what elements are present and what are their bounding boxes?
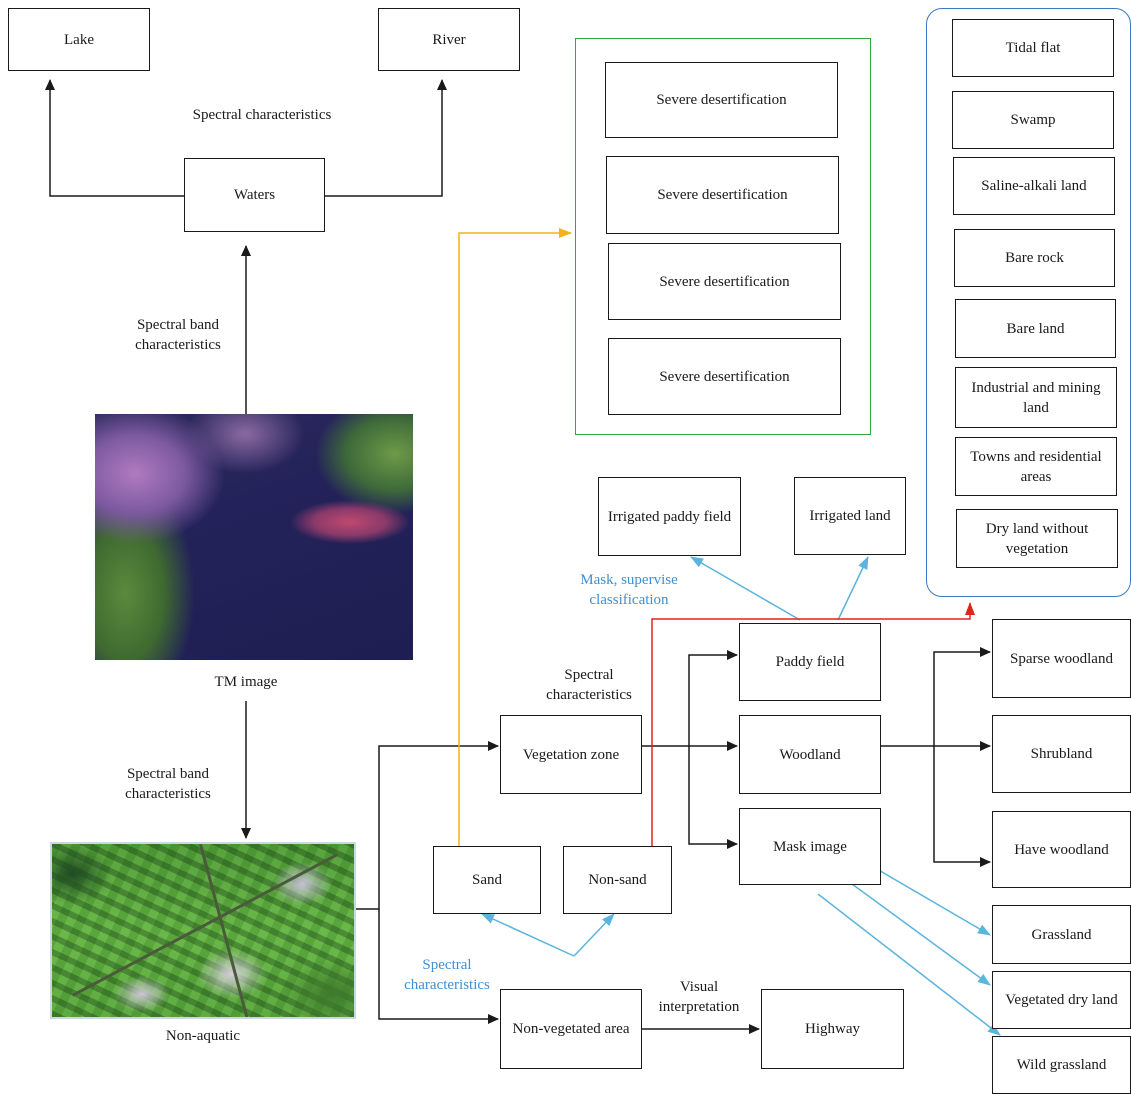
arrow-waters-to-lake [45,79,184,197]
desertification-box-2: Severe desertification [606,156,839,234]
paddy-field-label: Paddy field [775,654,845,670]
desertification-label: Severe desertification [657,187,788,203]
land-type-label: Tidal flat [1005,40,1061,56]
vegetation-zone-label: Vegetation zone [522,746,620,763]
non-sand-label: Non-sand [588,872,647,888]
desertification-box-1: Severe desertification [605,62,838,138]
land-type-box-towns: Towns and residential areas [955,437,1117,496]
land-type-box-tidal-flat: Tidal flat [952,19,1114,77]
land-type-label: Dry land without vegetation [985,520,1089,557]
edge-label-spectral-characteristics-blue: Spectral characteristics [404,957,490,993]
waters-label: Waters [233,187,276,203]
edge-label-visual-interpretation: Visual interpretation [658,979,740,1015]
woodland-box: Woodland [739,715,881,794]
vegetated-dry-land-label: Vegetated dry land [1005,992,1118,1008]
arrow-to-vegetated-dry-land [851,883,991,986]
irrigated-paddy-field-label: Irrigated paddy field [607,508,732,525]
river-label: River [432,31,466,48]
non-vegetated-area-label: Non-vegetated area [512,1021,630,1037]
desertification-label: Severe desertification [659,368,790,385]
arrow-to-paddy-field [688,650,738,746]
land-type-box-swamp: Swamp [952,91,1114,149]
land-type-box-bare-land: Bare land [955,299,1116,358]
land-type-label: Bare rock [1005,250,1064,266]
arrow-to-vegetation-zone [356,741,499,910]
lake-label: Lake [64,31,94,48]
arrow-nonsand-to-landtypes [651,602,975,846]
arrow-sand-to-desertification [458,228,572,846]
non-sand-box: Non-sand [563,846,672,914]
land-type-box-industrial: Industrial and mining land [955,367,1117,428]
sand-box: Sand [433,846,541,914]
non-aquatic-caption: Non-aquatic [165,1028,241,1044]
mask-image-box: Mask image [739,808,881,885]
land-type-box-saline-alkali: Saline-alkali land [953,157,1115,215]
tm-image-caption: TM image [214,674,278,690]
edge-label-spectral-band-top: Spectral band characteristics [135,317,221,353]
shrubland-label: Shrubland [1030,746,1093,762]
edge-label-spectral-characteristics-top: Spectral characteristics [192,107,332,123]
arrow-waters-to-river [324,79,447,197]
waters-box: Waters [184,158,325,232]
arrow-to-wild-grassland [817,893,1001,1036]
arrow-to-irrigated-paddy [690,556,801,621]
arrow-to-mask-image [688,746,738,849]
irrigated-land-label: Irrigated land [809,508,891,524]
edge-label-spectral-characteristics-veg: Spectral characteristics [546,667,632,703]
river-box: River [378,8,520,71]
edge-label-mask-supervise: Mask, supervise classification [580,572,678,608]
grassland-box: Grassland [992,905,1131,964]
land-type-label: Swamp [1010,112,1056,128]
arrow-to-irrigated-land [837,556,869,621]
edge-label-spectral-band-bottom: Spectral band characteristics [125,766,211,802]
land-type-label: Industrial and mining land [971,379,1101,416]
wild-grassland-label: Wild grassland [1016,1057,1107,1073]
grassland-label: Grassland [1031,926,1092,943]
arrow-to-non-sand [573,913,615,957]
shrubland-box: Shrubland [992,715,1131,793]
arrow-to-non-vegetated [378,909,499,1024]
desertification-label: Severe desertification [656,92,787,108]
land-type-box-bare-rock: Bare rock [954,229,1115,287]
arrow-to-sparse-woodland [933,647,991,746]
desertification-panel [575,38,871,435]
irrigated-land-box: Irrigated land [794,477,906,555]
arrow-to-have-woodland [933,746,991,867]
non-aquatic-satellite-image [50,842,356,1019]
lake-box: Lake [8,8,150,71]
sand-label: Sand [472,872,502,888]
land-type-box-dry-land: Dry land without vegetation [956,509,1118,568]
desertification-box-4: Severe desertification [608,338,841,415]
woodland-label: Woodland [779,746,841,763]
irrigated-paddy-field-box: Irrigated paddy field [598,477,741,556]
paddy-field-box: Paddy field [739,623,881,701]
desertification-box-3: Severe desertification [608,243,841,320]
arrow-to-sand [481,913,575,957]
sparse-woodland-label: Sparse woodland [1010,650,1113,667]
have-woodland-label: Have woodland [1014,841,1109,858]
have-woodland-box: Have woodland [992,811,1131,888]
highway-label: Highway [805,1021,860,1037]
desertification-label: Severe desertification [659,273,790,290]
land-type-label: Bare land [1006,320,1065,337]
mask-image-label: Mask image [773,838,847,855]
non-vegetated-area-box: Non-vegetated area [500,989,642,1069]
sparse-woodland-box: Sparse woodland [992,619,1131,698]
tm-satellite-image [95,414,413,660]
wild-grassland-box: Wild grassland [992,1036,1131,1094]
highway-box: Highway [761,989,904,1069]
land-type-label: Saline-alkali land [981,178,1087,194]
vegetated-dry-land-box: Vegetated dry land [992,971,1131,1029]
land-type-label: Towns and residential areas [970,448,1102,485]
vegetation-zone-box: Vegetation zone [500,715,642,794]
